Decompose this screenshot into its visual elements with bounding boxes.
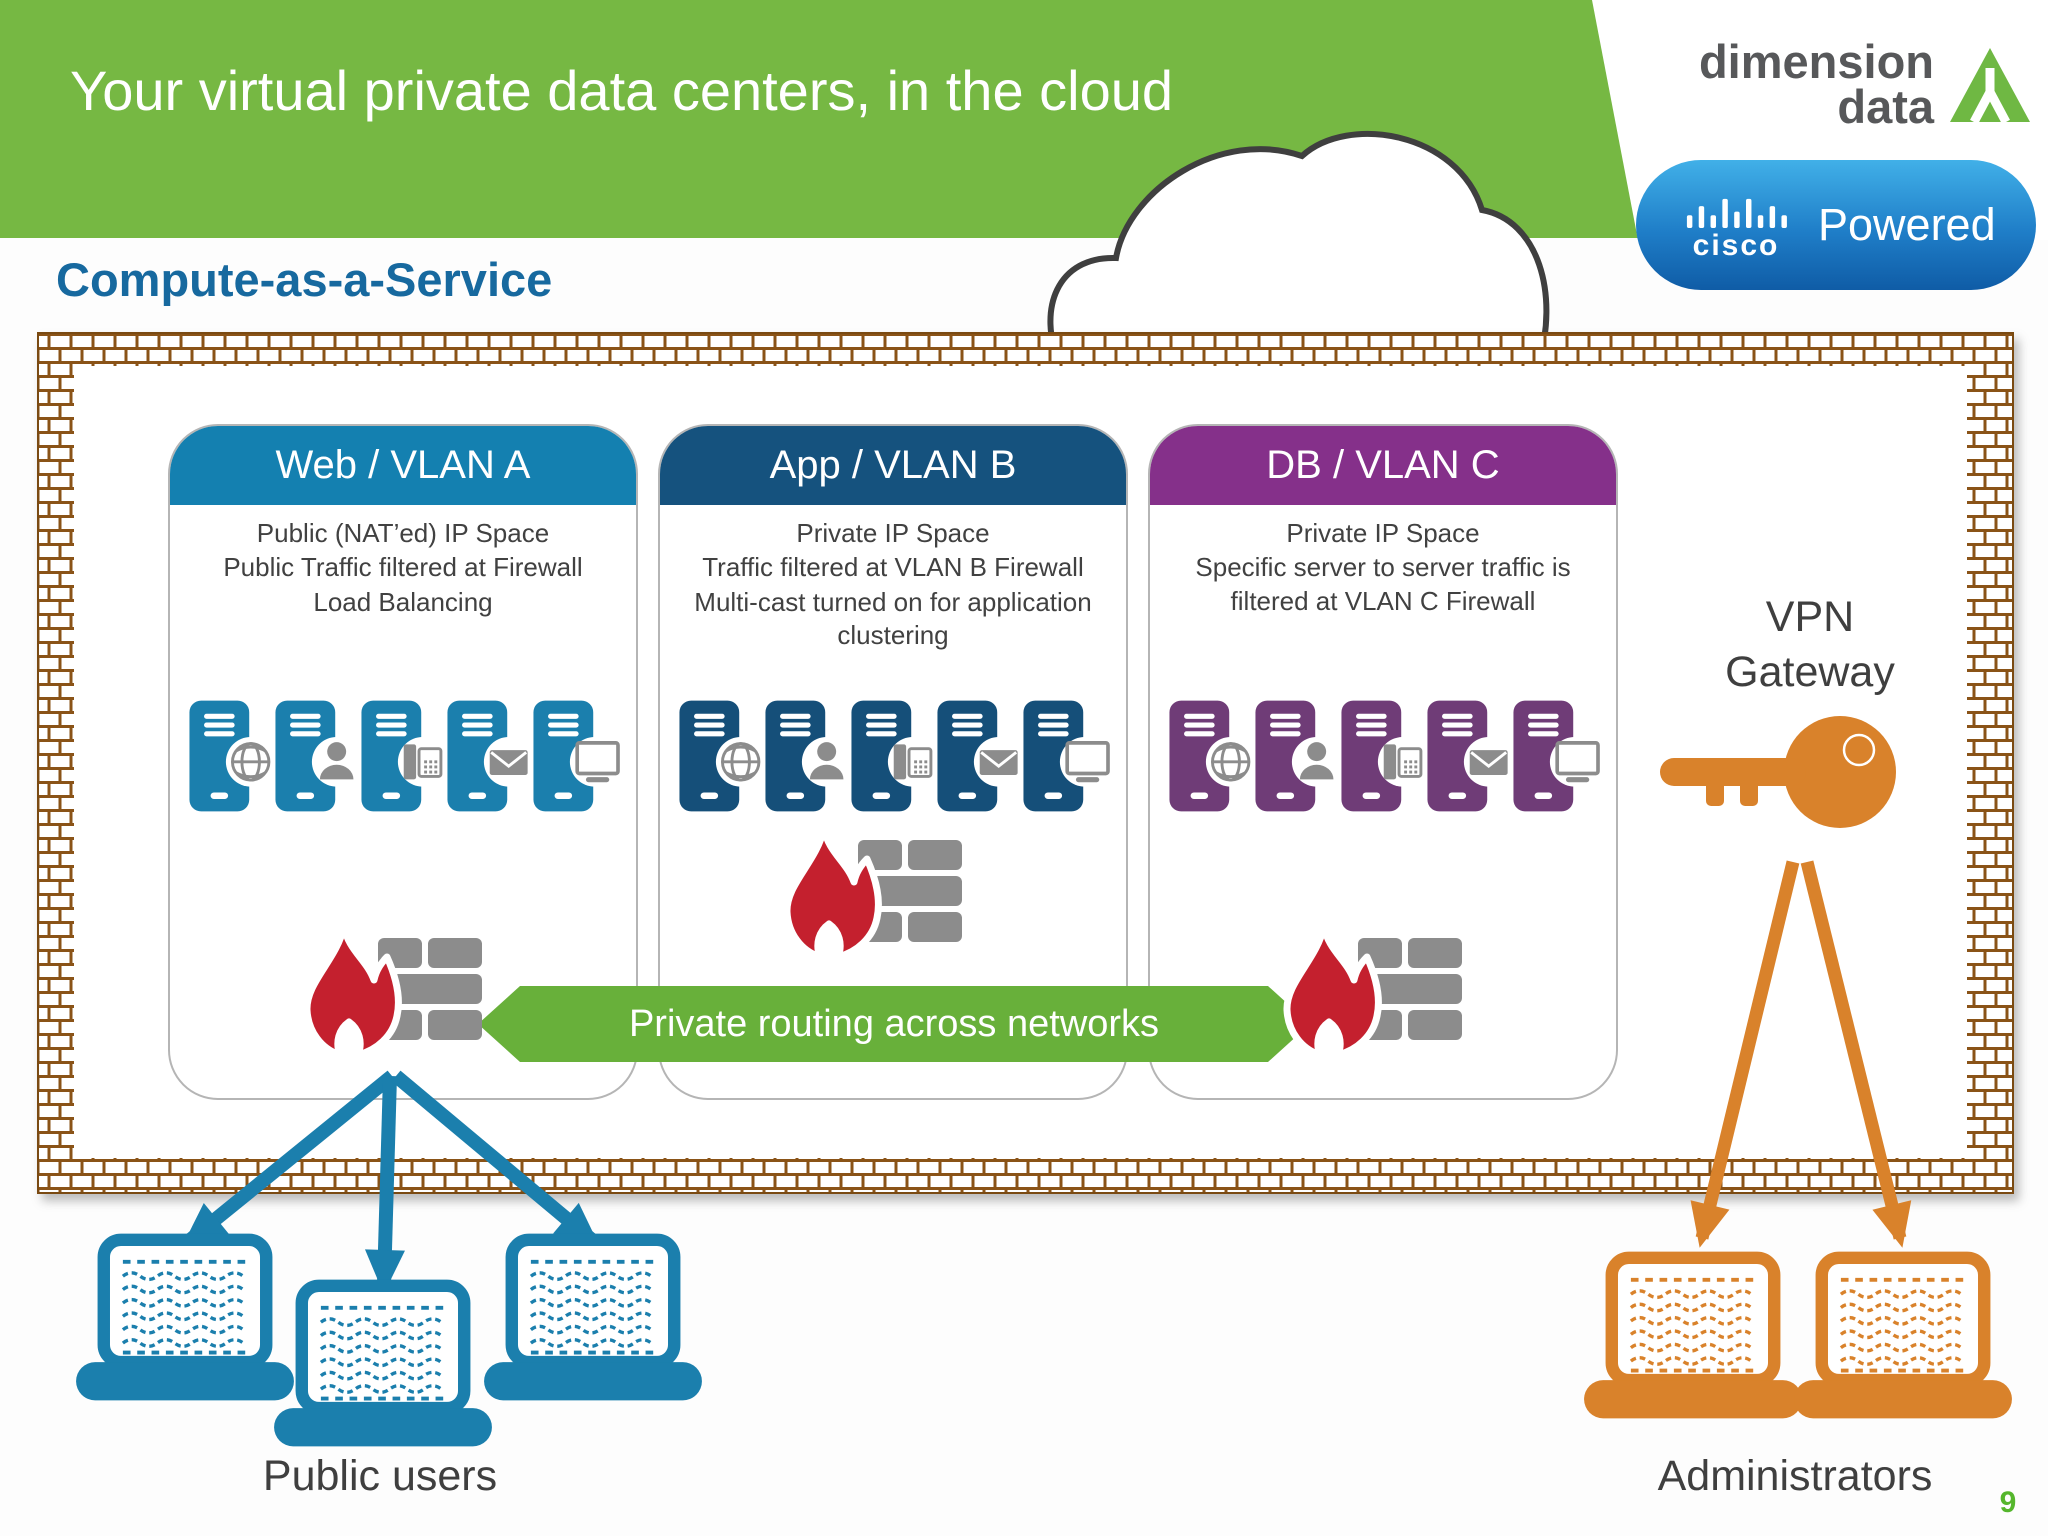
server-row [1150, 686, 1616, 826]
card-header: App / VLAN B [660, 426, 1126, 505]
laptop-icon [478, 1233, 708, 1408]
server-icon-phone [850, 686, 938, 826]
card-header: DB / VLAN C [1150, 426, 1616, 505]
server-icon-phone [1340, 686, 1428, 826]
slide-title: Your virtual private data centers, in th… [70, 59, 1174, 122]
card-text-line: Private IP Space [796, 518, 990, 548]
card-text-line: Private IP Space [1286, 518, 1480, 548]
server-icon-person [764, 686, 852, 826]
card-text-line: Multi-cast turned on for application clu… [694, 586, 1092, 650]
server-icon-phone [360, 686, 448, 826]
firewall-icon [282, 922, 497, 1090]
card-text-line: Specific server to server traffic is fil… [1195, 552, 1571, 616]
laptop-icon [70, 1233, 300, 1408]
server-icon-monitor [1512, 686, 1600, 826]
firewall-icon [1262, 922, 1477, 1090]
server-icon-globe [678, 686, 766, 826]
server-icon-mail [446, 686, 534, 826]
server-icon-monitor [532, 686, 620, 826]
cisco-powered-badge: cisco Powered [1636, 160, 2036, 290]
server-icon-mail [936, 686, 1024, 826]
server-icon-globe [1168, 686, 1256, 826]
public-users-arrows [182, 1070, 600, 1294]
firewall-icon [762, 824, 977, 992]
dimension-data-triangle-icon [1950, 47, 2030, 124]
card-text-line: Load Balancing [313, 586, 493, 617]
dimension-data-word1: dimension [1698, 35, 1934, 88]
administrators-label: Administrators [1657, 1452, 1933, 1500]
key-icon [1660, 716, 1896, 828]
vpn-label-line1: VPN [1765, 593, 1855, 641]
cisco-logo-icon [1686, 198, 1787, 228]
dimension-data-word2: data [1837, 79, 1934, 133]
server-icon-monitor [1022, 686, 1110, 826]
server-icon-globe [188, 686, 276, 826]
server-icon-person [1254, 686, 1342, 826]
laptop-icon [1788, 1251, 2018, 1426]
cisco-wordmark: cisco [1692, 228, 1780, 262]
dimension-data-logo: dimension data [1640, 35, 2032, 133]
card-text-line: Traffic filtered at VLAN B Firewall [702, 552, 1084, 583]
server-row [660, 686, 1126, 826]
private-routing-banner: Private routing across networks [478, 986, 1310, 1062]
administrators-arrows [1690, 860, 1912, 1248]
cloud-icon [1047, 131, 1550, 369]
private-routing-label: Private routing across networks [628, 1003, 1160, 1045]
card-text-line: Public (NAT’ed) IP Space [256, 518, 550, 548]
vpn-gateway-label: VPN Gateway [1690, 590, 1930, 700]
cisco-powered-label: Powered [1818, 199, 1996, 250]
public-users-label: Public users [262, 1452, 498, 1500]
server-icon-mail [1426, 686, 1514, 826]
server-icon-person [274, 686, 362, 826]
laptop-icon [1578, 1251, 1808, 1426]
section-heading: Compute-as-a-Service [56, 253, 553, 306]
server-row [170, 686, 636, 826]
card-text-line: Public Traffic filtered at Firewall [223, 552, 583, 583]
laptop-icon [268, 1279, 498, 1454]
vpn-label-line2: Gateway [1725, 648, 1895, 697]
card-header: Web / VLAN A [170, 426, 636, 505]
page-number: 9 [1999, 1486, 2017, 1519]
